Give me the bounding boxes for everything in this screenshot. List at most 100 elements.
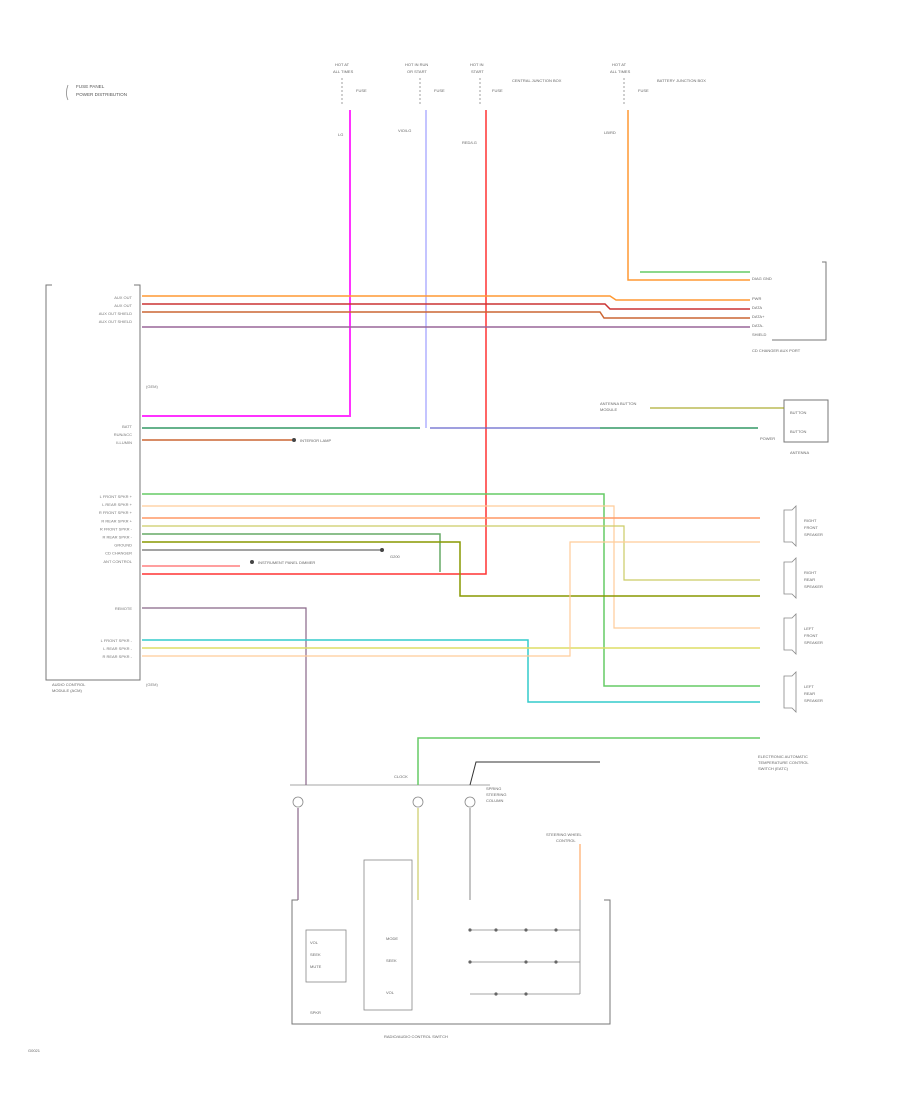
module-pin-lower-6: GROUND (114, 543, 132, 548)
clockspring-label-4: COLUMN (486, 798, 503, 803)
steering-right-label-2: VOL (386, 990, 395, 995)
steering-wheel-switch: RADIO/AUDIO CONTROL SWITCH STEERING WHEE… (291, 832, 611, 1039)
speaker-lf-label-1: FRONT (804, 633, 818, 638)
module-pin-lower-4: R FRONT SPKR - (100, 526, 133, 531)
speaker-icon (783, 557, 797, 599)
steering-switch-note-1: STEERING WHEEL (546, 832, 583, 837)
antenna-label-top: ANTENNA BUTTON (600, 401, 636, 406)
module-pin-lower-1: L REAR SPKR + (102, 502, 132, 507)
module-name-line1: AUDIO CONTROL (52, 682, 86, 687)
speaker-lf-label-0: LEFT (804, 626, 814, 631)
red-wire-tag: RED/LG (462, 140, 477, 145)
orange-feed-wire (627, 110, 750, 281)
module-pin-upper-0: AUX OUT (114, 295, 132, 300)
fuse-panel-note-line1: FUSE PANEL (76, 84, 105, 89)
module-pin-mid-0: BATT (122, 424, 132, 429)
dimmer-note: INSTRUMENT PANEL DIMMER (250, 560, 315, 565)
module-pin-remote: REMOTE (115, 606, 132, 611)
cd-changer-name: CD CHANGER AUX PORT (752, 348, 801, 353)
fuse-2-label-1: HOT IN RUN (405, 62, 428, 67)
ground-label: G200 (390, 554, 401, 559)
fuse-panel-note: FUSE PANEL POWER DISTRIBUTION (66, 84, 127, 101)
clockspring-label-3: STEERING (486, 792, 506, 797)
eatc-line-3: SWITCH (EATC) (758, 766, 789, 771)
clockspring-label-1: CLOCK (394, 774, 408, 779)
fuse-2-label-2: OR START (407, 69, 427, 74)
rr-minus2-wire (142, 541, 760, 657)
fuse-3-fuse-label: FUSE (492, 88, 503, 93)
clock-wire (469, 761, 600, 786)
dimmer-note-text: INSTRUMENT PANEL DIMMER (258, 560, 315, 565)
fuse-2: HOT IN RUN OR START FUSE (405, 62, 445, 106)
antenna-pin-2: POWER (760, 436, 775, 441)
speaker-icon (783, 613, 797, 655)
fuse-4-label-1: HOT AT (612, 62, 627, 67)
fuse-4-fuse-label: FUSE (638, 88, 649, 93)
antenna-module: BUTTON BUTTON POWER ANTENNA ANTENNA BUTT… (600, 399, 829, 455)
module-pin-lower-8: ANT CONTROL (103, 559, 132, 564)
module-pin-lower-0: L FRONT SPKR + (100, 494, 133, 499)
steering-switch-note-2: CONTROL (556, 838, 576, 843)
cd-changer-pin-2: DATA (752, 305, 762, 310)
illumination-note: INTERIOR LAMP (292, 438, 331, 443)
fuse-panel-note-line2: POWER DISTRIBUTION (76, 92, 127, 97)
module-pin-upper-2: AUX OUT SHIELD (99, 311, 132, 316)
speaker-rf-label-2: SPEAKER (804, 532, 823, 537)
central-junction-note: CENTRAL JUNCTION BOX (512, 78, 562, 83)
fuse-3-label-1: HOT IN (470, 62, 484, 67)
module-pin-labels: AUX OUT AUX OUT AUX OUT SHIELD AUX OUT SHIE… (99, 295, 159, 687)
cd-pwr-wire (142, 295, 750, 301)
lr-plus-wire (142, 505, 760, 629)
module-pin-lower-3: R REAR SPKR + (101, 518, 132, 523)
fuse-3: HOT IN START FUSE (470, 62, 503, 106)
orange-wire-tag: LB/RD (604, 130, 616, 135)
module-pin-bottom-1: L REAR SPKR - (103, 646, 132, 651)
module-pin-upper-1: AUX OUT (114, 303, 132, 308)
cd-changer-pin-3: DATA+ (752, 314, 765, 319)
antenna-pin-0: BUTTON (790, 410, 806, 415)
speaker-lr-label-1: REAR (804, 691, 815, 696)
cd-changer-pin-1: PWR (752, 296, 761, 301)
speaker-lf: LEFT FRONT SPEAKER (783, 613, 823, 655)
eatc-wire (417, 737, 760, 785)
blue-wire-tag: VIO/LG (398, 128, 411, 133)
cd-changer-pin-5: SHIELD (752, 332, 767, 337)
speaker-lf-label-2: SPEAKER (804, 640, 823, 645)
module-pin-lower-5: R REAR SPKR - (102, 535, 132, 540)
antenna-pin-1: BUTTON (790, 429, 806, 434)
module-pin-upper-3: AUX OUT SHIELD (99, 319, 132, 324)
antenna-label-bot: MODULE (600, 407, 617, 412)
module-pin-lower-7: CD CHANGER (105, 551, 132, 556)
steering-left-label-0: VOL (310, 940, 319, 945)
module-pin-bottom-2: R REAR SPKR - (102, 654, 132, 659)
speaker-rr-label-2: SPEAKER (804, 584, 823, 589)
module-pin-bottom-0: L FRONT SPKR - (101, 638, 133, 643)
speaker-icon (783, 671, 797, 713)
steering-switch-name: RADIO/AUDIO CONTROL SWITCH (384, 1034, 448, 1039)
module-pin-footer: (GEM) (146, 682, 158, 687)
steering-left-label-1: SEEK (310, 952, 321, 957)
module-pin-lower-2: R FRONT SPKR + (99, 510, 133, 515)
fuse-3-label-2: START (471, 69, 484, 74)
fuse-1: HOT AT ALL TIMES FUSE (333, 62, 367, 106)
page-code: G0021 (28, 1048, 41, 1053)
speaker-rf-label-0: RIGHT (804, 518, 817, 523)
speaker-lr-label-2: SPEAKER (804, 698, 823, 703)
pink-feed-wire (142, 110, 351, 417)
remote-wire (142, 607, 307, 785)
fuse-1-label-1: HOT AT (335, 62, 350, 67)
speaker-group: RIGHTFRONTSPEAKERRIGHTREARSPEAKERLEFTFRO… (783, 505, 823, 713)
module-pin-mid-1: RUN/ACC (114, 432, 132, 437)
cd-changer-pin-0: DIAG GND (752, 276, 772, 281)
cd-data-plus-wire (142, 311, 750, 319)
steering-right-label-0: MODE (386, 936, 398, 941)
fuse-2-fuse-label: FUSE (434, 88, 445, 93)
speaker-icon (783, 505, 797, 547)
red-feed-wire (142, 110, 487, 575)
eatc-line-1: ELECTRONIC AUTOMATIC (758, 754, 808, 759)
illumination-note-text: INTERIOR LAMP (300, 438, 331, 443)
